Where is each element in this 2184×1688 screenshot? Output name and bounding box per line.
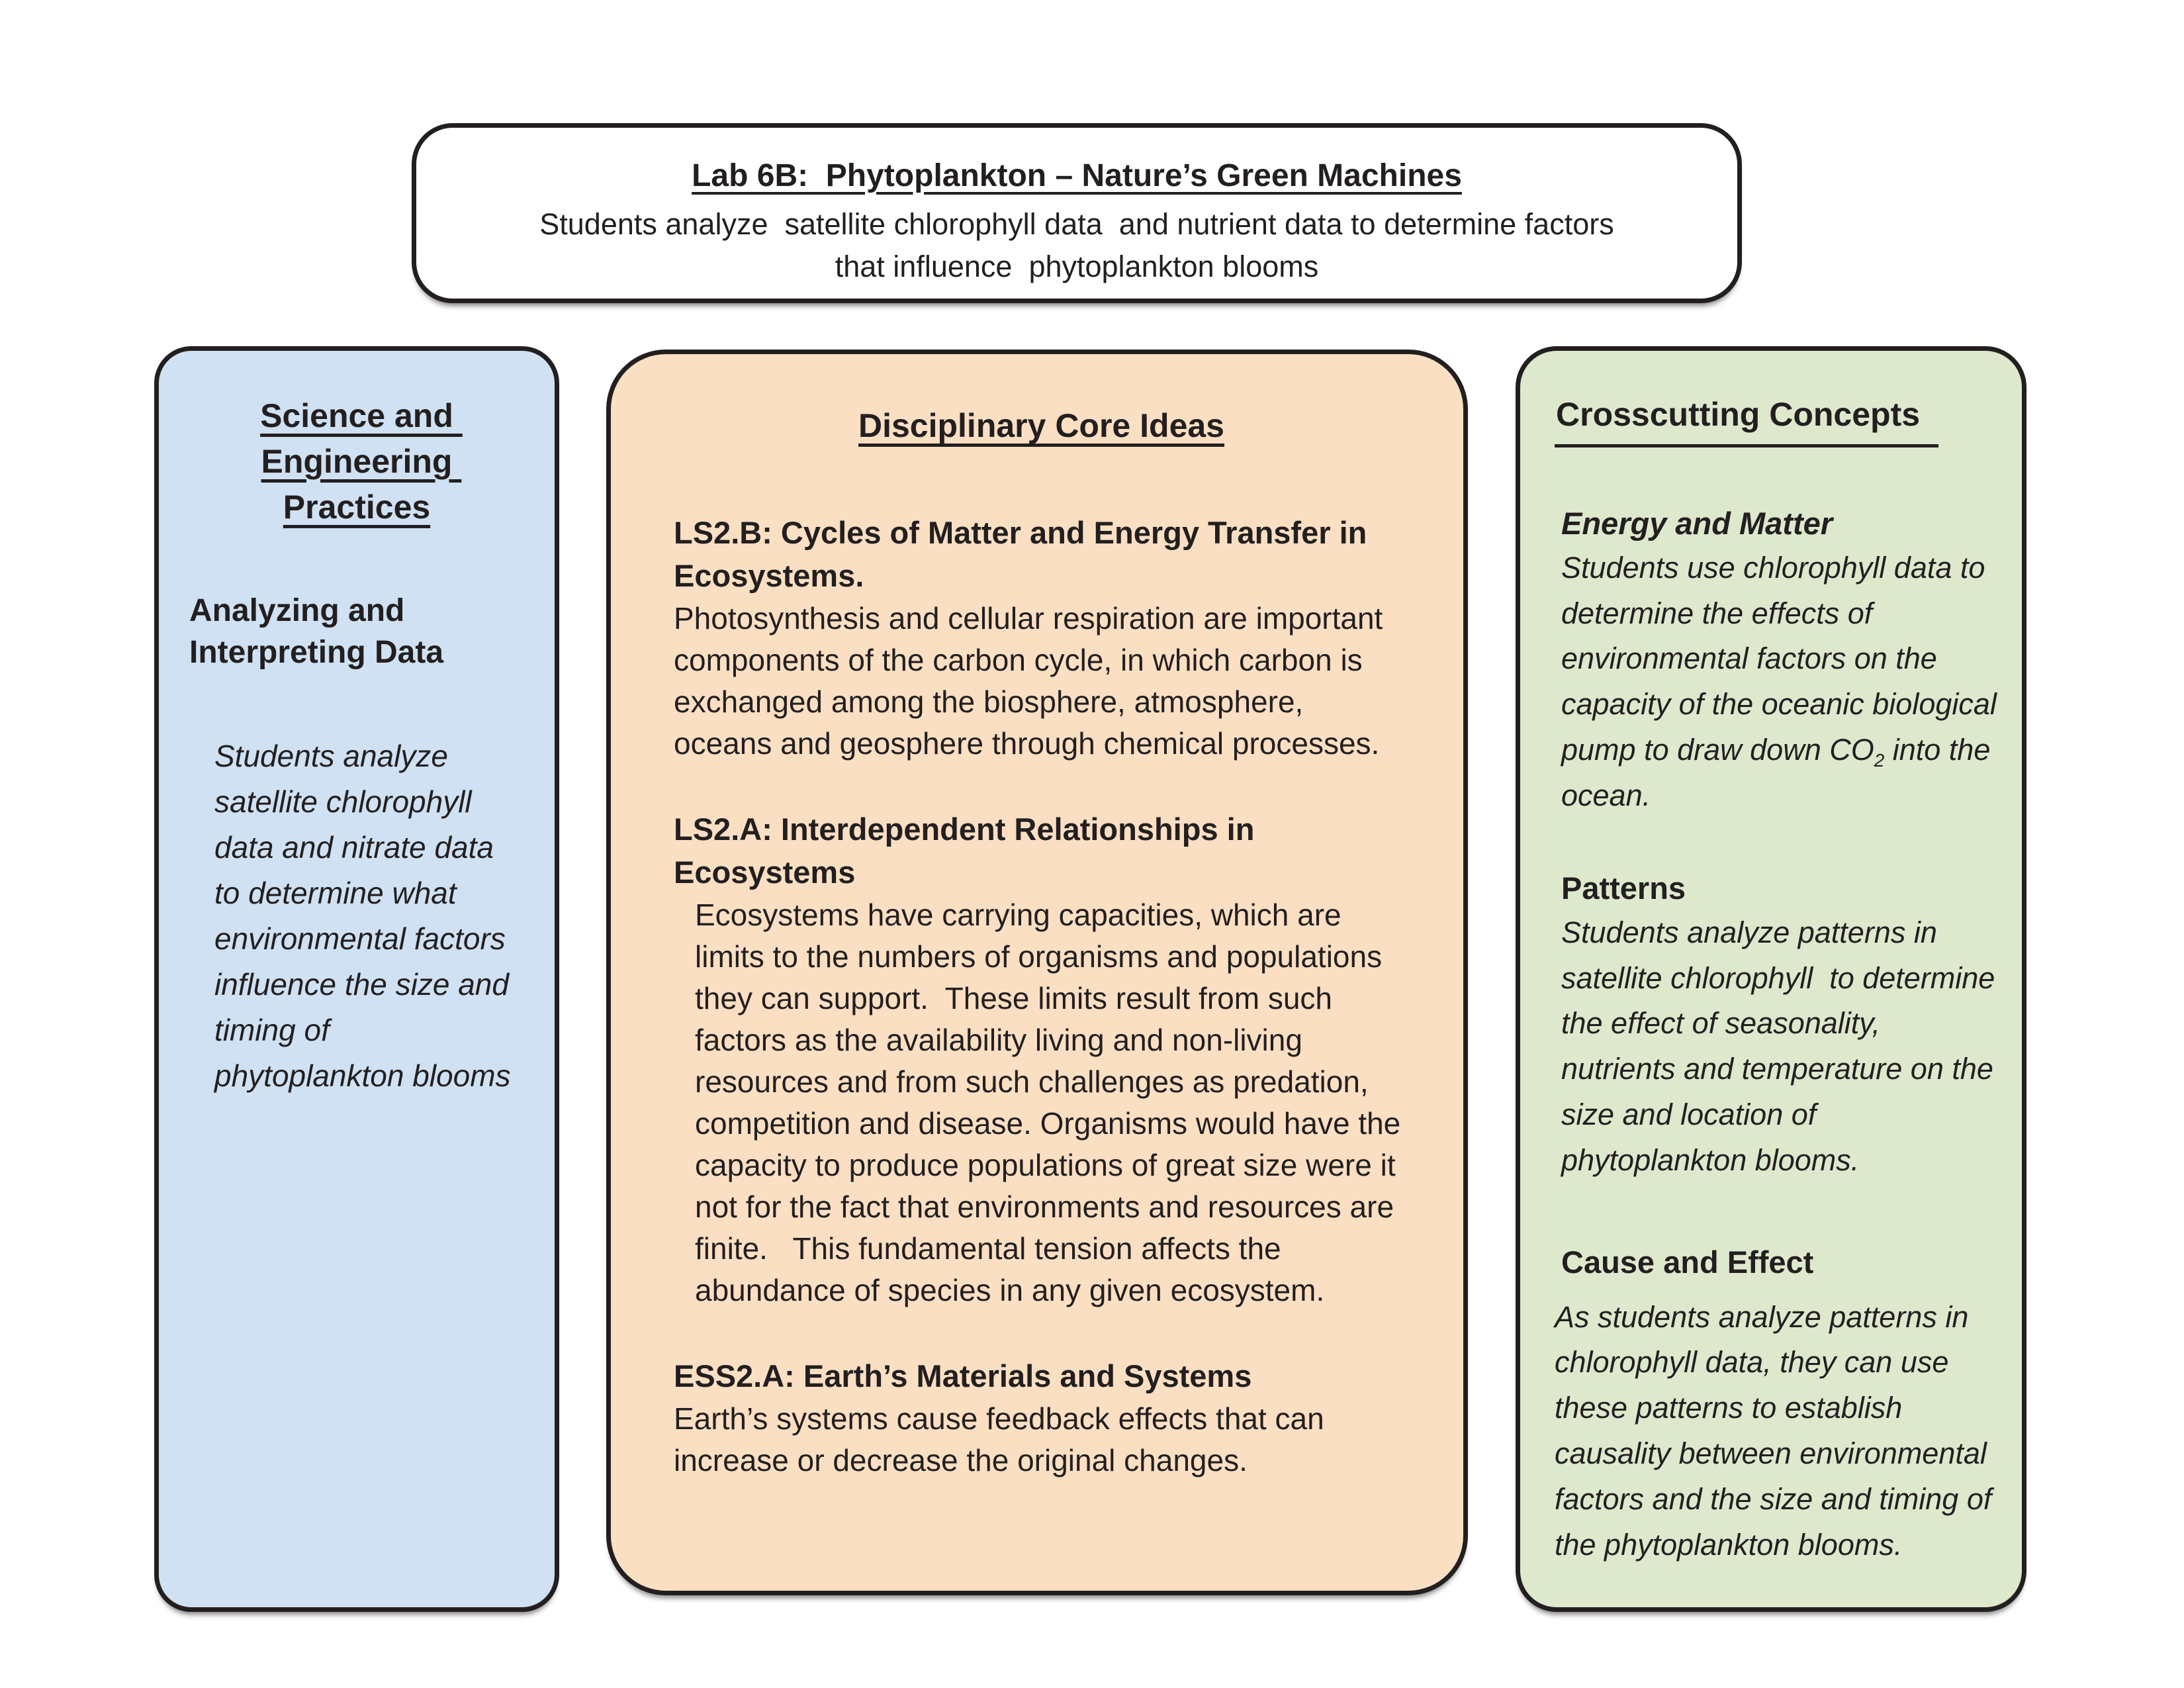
lab-title: Lab 6B: Phytoplankton – Nature’s Green M… <box>692 158 1462 193</box>
ccc-section-cause-effect-body: As students analyze patterns in chloroph… <box>1555 1299 2000 1562</box>
dci-section-ls2b-body: Photosynthesis and cellular respiration … <box>674 600 1392 761</box>
lab-subtitle-line2: that influence phytoplankton blooms <box>835 250 1319 284</box>
ccc-section-energy-matter-body: Students use chlorophyll data to determi… <box>1555 545 1997 819</box>
dci-section-ess2a-title: ESS2.A: Earth’s Materials and Systems <box>674 1358 1252 1393</box>
sep-practice-title: Analyzing and Interpreting Data <box>189 593 444 671</box>
dci-section-ls2a: LS2.A: Interdependent Relationships in E… <box>674 808 1409 1311</box>
dci-section-ls2b-title: LS2.B: Cycles of Matter and Energy Trans… <box>674 515 1376 593</box>
dci-section-ls2a-body: Ecosystems have carrying capacities, whi… <box>695 897 1410 1307</box>
ccc-section-energy-matter: Energy and Matter Students use chlorophy… <box>1555 502 1997 819</box>
sep-practice-body: Students analyze satellite chlorophyll d… <box>214 738 518 1093</box>
lab-title-box: Lab 6B: Phytoplankton – Nature’s Green M… <box>412 123 1742 303</box>
disciplinary-core-ideas-box: Disciplinary Core Ideas LS2.B: Cycles of… <box>606 350 1468 1595</box>
ccc-section-energy-matter-title: Energy and Matter <box>1561 506 1833 541</box>
ccc-section-patterns: Patterns Students analyze patterns in sa… <box>1555 867 1997 1184</box>
sep-heading: Science and Engineering Practices <box>260 397 463 526</box>
ccc-section-patterns-body: Students analyze patterns in satellite c… <box>1561 915 2003 1177</box>
ccc-section-cause-effect-title: Cause and Effect <box>1561 1244 1814 1280</box>
science-engineering-practices-box: Science and Engineering Practices Analyz… <box>154 346 559 1612</box>
dci-section-ess2a: ESS2.A: Earth’s Materials and Systems Ea… <box>674 1355 1409 1481</box>
energy-matter-text-after-sub: into the ocean. <box>1561 733 1999 813</box>
energy-matter-text-before-sub: Students use chlorophyll data to determi… <box>1561 550 2005 767</box>
lab-subtitle-line1: Students analyze satellite chlorophyll d… <box>539 207 1614 242</box>
dci-section-ls2a-title: LS2.A: Interdependent Relationships in E… <box>674 811 1263 890</box>
dci-section-ls2b: LS2.B: Cycles of Matter and Energy Trans… <box>674 512 1409 765</box>
dci-section-ess2a-body: Earth’s systems cause feedback effects t… <box>674 1401 1333 1477</box>
ccc-heading: Crosscutting Concepts <box>1555 392 1939 447</box>
dci-heading: Disciplinary Core Ideas <box>858 407 1224 444</box>
co2-subscript: 2 <box>1874 750 1885 771</box>
crosscutting-concepts-box: Crosscutting Concepts Energy and Matter … <box>1516 346 2026 1612</box>
ccc-heading-wrap: Crosscutting Concepts <box>1555 392 1997 447</box>
ccc-section-cause-effect: Cause and Effect As students analyze pat… <box>1555 1241 1997 1568</box>
ccc-section-patterns-title: Patterns <box>1561 870 1686 906</box>
